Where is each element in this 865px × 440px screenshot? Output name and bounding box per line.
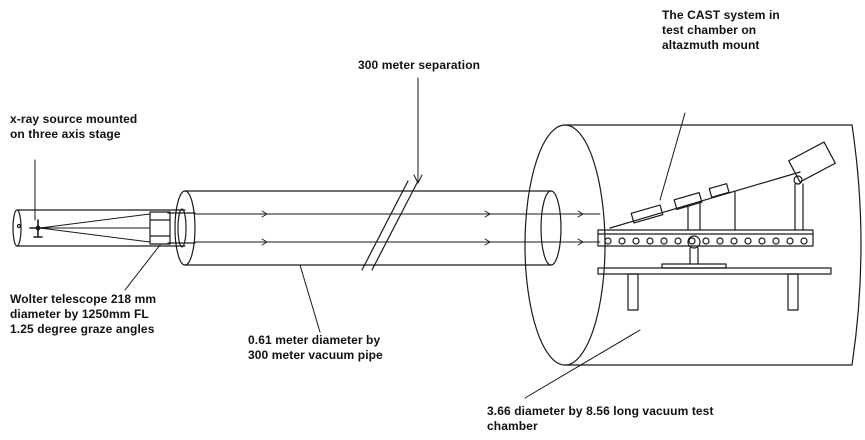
- test-chamber: [524, 124, 862, 366]
- vacuum-pipe: [174, 180, 562, 271]
- ray-cone: [39, 213, 151, 243]
- test-chamber-label: 3.66 diameter by 8.56 long vacuum test c…: [487, 404, 714, 433]
- source-tube: [12, 209, 186, 247]
- cast-system-label: The CAST system in test chamber on altaz…: [662, 8, 780, 52]
- cast-system: [609, 141, 836, 231]
- leader-lines: [34, 77, 686, 399]
- separation-label: 300 meter separation: [358, 58, 481, 72]
- xray-source-label: x-ray source mounted on three axis stage: [10, 112, 138, 141]
- optical-bench: [597, 229, 814, 247]
- wolter-telescope-label: Wolter telescope 218 mm diameter by 1250…: [10, 292, 157, 336]
- vacuum-pipe-label: 0.61 meter diameter by 300 meter vacuum …: [248, 333, 383, 362]
- table: [597, 267, 832, 311]
- mount-base: [661, 235, 727, 269]
- wolter-telescope: [149, 208, 196, 248]
- parallel-rays: [194, 210, 601, 246]
